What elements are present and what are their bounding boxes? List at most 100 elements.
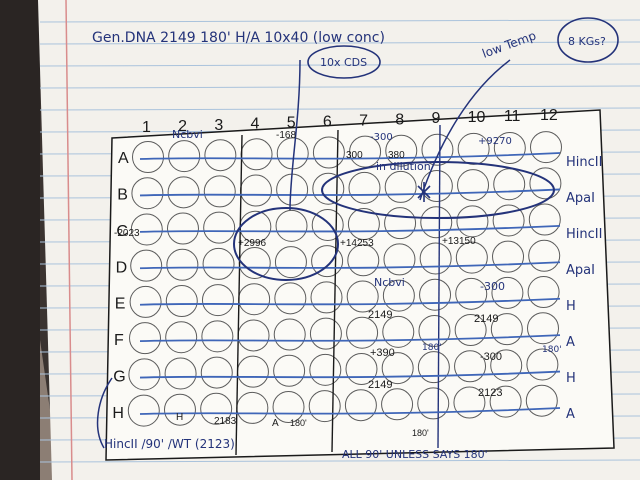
well: [274, 282, 307, 315]
well: [526, 348, 559, 381]
note-300g: -300: [480, 351, 502, 363]
column-label: 3: [214, 117, 223, 134]
well: [419, 242, 452, 275]
column-label: 6: [323, 114, 332, 131]
well: [492, 204, 525, 237]
ruled-line: [39, 19, 640, 23]
note-9270: +9270: [478, 136, 512, 147]
row-label: D: [116, 259, 128, 276]
well: [382, 315, 415, 348]
well: [165, 321, 198, 354]
well: [308, 390, 341, 423]
note-2023: -2023: [114, 228, 140, 239]
well: [384, 207, 417, 240]
well: [490, 313, 523, 346]
row-streak: [139, 152, 561, 160]
well: [385, 134, 418, 167]
well: [203, 175, 236, 208]
well: [309, 317, 342, 350]
note-2149-h1: 2149: [368, 379, 392, 391]
well: [525, 384, 558, 417]
note-14253: +14253: [340, 238, 374, 249]
note-300a: 300: [346, 150, 363, 161]
notebook-edge: [0, 0, 40, 480]
star-mark: [417, 182, 431, 202]
well: [383, 243, 416, 276]
well: [204, 139, 237, 172]
well: [421, 133, 454, 166]
row-label: H: [112, 405, 124, 422]
column-label: 9: [431, 110, 440, 127]
ruled-line: [39, 107, 640, 111]
header-note: Gen.DNA 2149 180' H/A 10x40 (low conc): [92, 30, 385, 46]
right-circled: 8 KGs?: [568, 35, 606, 48]
well: [381, 388, 414, 421]
well: [457, 169, 490, 202]
well: [347, 208, 380, 241]
column-label: 5: [287, 115, 296, 132]
well: [345, 352, 378, 385]
right-row-label: A: [566, 335, 575, 350]
note-h-label: H: [176, 412, 183, 423]
well: [453, 386, 486, 419]
well: [527, 312, 559, 345]
row-label: B: [117, 186, 128, 203]
well: [127, 394, 160, 427]
well: [167, 176, 200, 209]
well: [130, 213, 163, 246]
well: [312, 136, 345, 169]
column-label: 11: [504, 108, 521, 125]
well: [419, 278, 452, 311]
note-13150: +13150: [442, 236, 476, 247]
row-streak: [139, 188, 561, 197]
right-row-label: H: [566, 371, 576, 386]
well: [166, 248, 199, 281]
note-168: -168: [276, 130, 296, 141]
row-streak: [139, 407, 561, 415]
divider-line-3-4: [235, 134, 243, 456]
note-390: +390: [370, 347, 395, 359]
arrow-line-temp: [419, 59, 511, 201]
row-streak: [139, 334, 561, 343]
right-row-label: ApaI: [566, 191, 595, 206]
note-300: -300: [370, 132, 393, 143]
row-streak: [139, 261, 561, 270]
note-180-b: 180': [412, 428, 429, 438]
divider-line-9-10: [437, 124, 441, 449]
row-label: A: [118, 150, 129, 167]
ruled-line: [39, 63, 640, 67]
well: [164, 357, 197, 390]
well: [168, 140, 201, 173]
column-label: 1: [142, 119, 151, 136]
note-2123: 2123: [478, 387, 502, 399]
well: [132, 141, 164, 173]
ruled-line: [39, 85, 640, 89]
right-row-label: H: [566, 299, 576, 314]
cds-circle: [307, 45, 381, 79]
note-a-label: A: [272, 418, 279, 429]
well: [527, 276, 560, 309]
well: [346, 316, 379, 349]
row-streak: [139, 297, 561, 306]
well: [455, 277, 488, 310]
column-label: 8: [395, 111, 404, 128]
row-label: F: [114, 332, 124, 349]
note-low: ALL 90' UNLESS SAYS 180': [342, 448, 488, 461]
note-180-g2: 180': [542, 345, 562, 355]
ruled-line: [39, 41, 640, 45]
well: [418, 314, 451, 347]
note-bottom-left: HincII /90' /WT (2123): [104, 437, 235, 451]
well: [128, 358, 161, 391]
arrow-line-cds: [289, 59, 301, 211]
well: [129, 322, 161, 355]
well: [274, 246, 307, 279]
well: [492, 240, 525, 273]
note-180-g: 180': [422, 343, 442, 353]
row-label: G: [113, 369, 125, 386]
well: [457, 132, 490, 165]
well: [382, 279, 415, 312]
